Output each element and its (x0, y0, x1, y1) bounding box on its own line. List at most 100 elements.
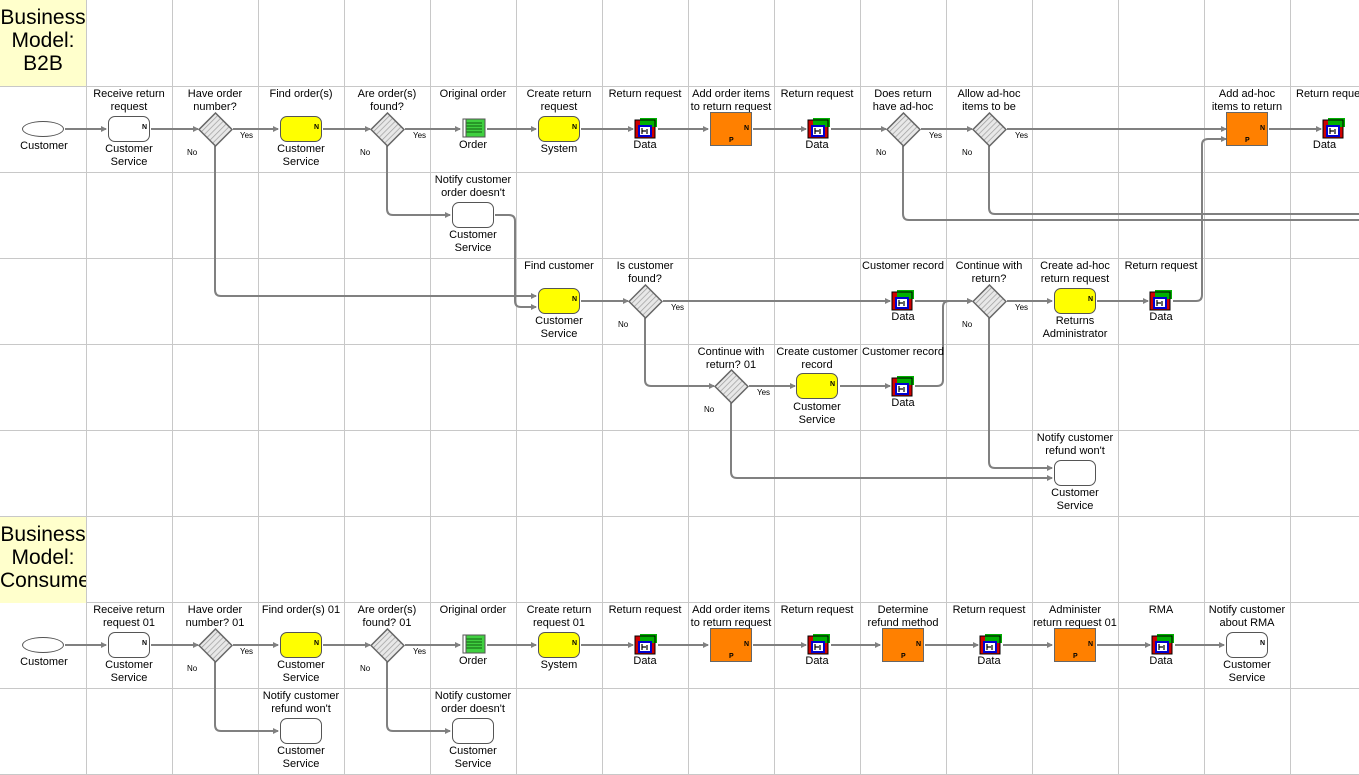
activity-receive-return[interactable]: N (108, 116, 150, 142)
no-label: No (962, 148, 973, 157)
yes-label: Yes (1015, 131, 1029, 140)
activity-title: Find order(s) 01 (261, 604, 341, 616)
n-marker: N (571, 640, 577, 647)
activity-create-return-01[interactable]: N (538, 632, 580, 658)
gateway-orders-found[interactable] (370, 112, 405, 147)
no-label: No (360, 664, 371, 673)
no-label: No (618, 320, 629, 329)
activity-create-customer-record[interactable]: N (796, 373, 838, 399)
gateway-orders-found-01[interactable] (370, 628, 405, 663)
data-title: Original order (439, 88, 507, 100)
activity-find-customer[interactable]: N (538, 288, 580, 314)
n-marker: N (829, 381, 835, 388)
gateway-customer-found[interactable] (628, 284, 663, 319)
p-marker: P (901, 653, 906, 660)
no-label: No (962, 320, 973, 329)
data-store-icon[interactable] (1149, 289, 1173, 311)
activity-find-orders-01[interactable]: N (280, 632, 322, 658)
n-marker: N (313, 124, 319, 131)
data-role: Data (1312, 139, 1337, 151)
data-role: Data (891, 397, 915, 409)
band-header-consumer: Business Model: Consume (0, 517, 86, 603)
gateway-continue-return-01[interactable] (714, 369, 749, 404)
no-label: No (187, 148, 198, 157)
data-title: Customer record (862, 260, 944, 272)
order-document-icon[interactable] (462, 634, 486, 654)
start-event[interactable] (22, 637, 64, 653)
yes-label: Yes (929, 131, 943, 140)
activity-notify-order-missing[interactable] (452, 202, 494, 228)
n-marker: N (743, 641, 749, 648)
gateway-continue-return[interactable] (972, 284, 1007, 319)
activity-notify-refund[interactable] (1054, 460, 1096, 486)
activity-notify-rma[interactable]: N (1226, 632, 1268, 658)
activity-notify-order-missing-01[interactable] (452, 718, 494, 744)
data-role: Data (633, 139, 657, 151)
yes-label: Yes (413, 647, 427, 656)
start-event-label: Customer (20, 140, 68, 152)
activity-receive-return-01[interactable]: N (108, 632, 150, 658)
activity-create-return[interactable]: N (538, 116, 580, 142)
data-role: Data (891, 311, 915, 323)
data-store-icon[interactable] (807, 633, 831, 655)
connector (902, 146, 1359, 221)
n-marker: N (1087, 641, 1093, 648)
data-store-icon[interactable] (634, 633, 658, 655)
data-store-icon[interactable] (807, 117, 831, 139)
connector (730, 403, 1053, 481)
connector (495, 214, 537, 310)
activity-notify-refund-01[interactable] (280, 718, 322, 744)
gateway-allow-adhoc[interactable] (972, 112, 1007, 147)
connector (988, 318, 1053, 471)
gateway-title: Are order(s)found? 01 (357, 604, 417, 629)
start-event[interactable] (22, 121, 64, 137)
yes-label: Yes (1015, 303, 1029, 312)
connector (386, 662, 451, 734)
n-marker: N (571, 296, 577, 303)
p-marker: P (729, 653, 734, 660)
gateway-has-adhoc[interactable] (886, 112, 921, 147)
gateway-have-order[interactable] (198, 112, 233, 147)
data-store-icon[interactable] (634, 117, 658, 139)
activity-find-orders[interactable]: N (280, 116, 322, 142)
data-store-icon[interactable] (1322, 117, 1346, 139)
data-title: Return request (952, 604, 1026, 616)
n-marker: N (743, 125, 749, 132)
order-document-icon[interactable] (462, 118, 486, 138)
activity-title: Find order(s) (269, 88, 333, 100)
data-role: Data (805, 655, 829, 667)
data-role: Data (633, 655, 657, 667)
data-store-icon[interactable] (891, 375, 915, 397)
data-title: Return reque (1296, 88, 1359, 100)
gateway-have-order-01[interactable] (198, 628, 233, 663)
activity-create-adhoc-return[interactable]: N (1054, 288, 1096, 314)
data-store-icon[interactable] (1151, 633, 1175, 655)
data-store-icon[interactable] (979, 633, 1003, 655)
data-store-icon[interactable] (891, 289, 915, 311)
